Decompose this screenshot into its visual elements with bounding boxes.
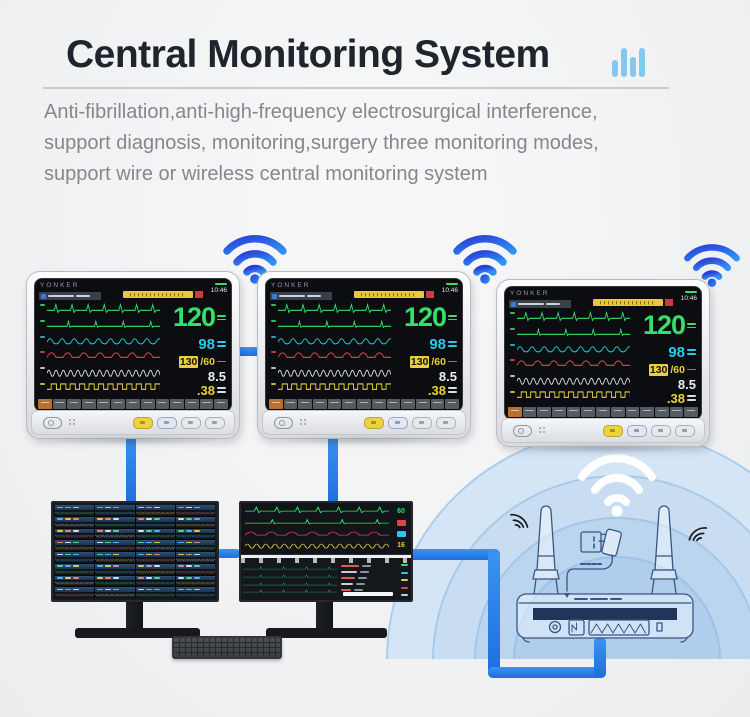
patient-monitor: YONKER 10:46 120 98 130/60 8.5 .38 <box>496 279 710 454</box>
wifi-icon <box>221 228 289 285</box>
record-button <box>205 417 225 429</box>
ethernet-cable <box>488 549 500 678</box>
nibp-button <box>181 417 201 429</box>
indicator-leds <box>299 418 306 426</box>
co2-value: .38 <box>632 391 696 406</box>
freeze-button <box>627 425 647 437</box>
hr-value: 120 <box>393 301 457 334</box>
alarm-indicator <box>665 299 673 306</box>
display-stand <box>316 601 333 630</box>
indicator-leds <box>68 418 75 426</box>
spo2-value: 98 <box>393 334 457 354</box>
power-button <box>43 417 62 429</box>
monitor-control-panel <box>262 410 466 435</box>
station-review-panel <box>241 558 411 599</box>
brand-logo: YONKER <box>40 282 80 289</box>
alarm-banner <box>593 299 663 306</box>
patient-info-chip <box>270 292 332 300</box>
brand-logo: YONKER <box>271 282 311 289</box>
nibp-value: 130/60 <box>393 354 457 369</box>
monitor-control-panel <box>501 418 705 443</box>
waveform-area <box>268 301 393 398</box>
patient-info-chip <box>509 300 571 308</box>
wifi-icon <box>451 228 519 285</box>
waveform-area <box>507 309 632 406</box>
patient-monitor: YONKER 10:46 120 98 130/60 8.5 .38 <box>257 271 471 446</box>
vitals-column: 120 98 130/60 8.5 .38 <box>632 309 699 406</box>
panel-header-bar <box>241 558 411 563</box>
alarm-pause-button <box>364 417 384 429</box>
monitor-screen: YONKER 10:46 120 98 130/60 8.5 .38 <box>34 278 232 412</box>
page-title: Central Monitoring System <box>66 33 550 76</box>
record-button <box>675 425 695 437</box>
nibp-button <box>651 425 671 437</box>
nibp-value: 130/60 <box>162 354 226 369</box>
indicator-leds <box>538 426 545 434</box>
power-button <box>274 417 293 429</box>
progress-bar <box>343 592 393 596</box>
wifi-icon <box>681 238 743 288</box>
clock: 10:46 <box>442 283 458 294</box>
vitals-column: 120 98 130/60 8.5 .38 <box>393 301 460 398</box>
wifi-broadcast-icon <box>574 449 660 517</box>
hr-value: 120 <box>162 301 226 334</box>
alarm-indicator <box>426 291 434 298</box>
resp-value: 8.5 <box>207 368 226 384</box>
signal-bars-icon <box>612 46 650 77</box>
monitor-screen: YONKER 10:46 120 98 130/60 8.5 .38 <box>265 278 463 412</box>
waveform-area <box>37 301 162 398</box>
ethernet-cable <box>594 637 606 678</box>
patient-info-chip <box>39 292 101 300</box>
resp-value: 8.5 <box>677 376 696 392</box>
panel-divider <box>241 555 411 558</box>
softkey-menu <box>269 399 459 409</box>
ethernet-cable <box>216 549 241 558</box>
multi-patient-grid <box>55 505 215 598</box>
ethernet-cable <box>233 347 260 356</box>
ethernet-cable <box>328 430 338 507</box>
co2-value: .38 <box>393 383 457 398</box>
alarm-pause-button <box>133 417 153 429</box>
ethernet-cable <box>126 428 136 507</box>
display-stand-base <box>75 628 200 638</box>
patient-monitor: YONKER 10:46 120 98 130/60 8.5 .38 <box>26 271 240 446</box>
wireless-router-illustration <box>505 498 705 648</box>
clock: 10:46 <box>681 291 697 302</box>
spo2-value: 98 <box>632 342 696 362</box>
clock: 10:46 <box>211 283 227 294</box>
freeze-button <box>388 417 408 429</box>
monitor-control-panel <box>31 410 235 435</box>
softkey-menu <box>508 407 698 417</box>
vitals-column: 120 98 130/60 8.5 .38 <box>162 301 229 398</box>
display-stand <box>126 601 143 630</box>
monitor-screen: YONKER 10:46 120 98 130/60 8.5 .38 <box>504 286 702 420</box>
spo2-value: 98 <box>162 334 226 354</box>
nibp-value: 130/60 <box>632 362 696 377</box>
display-stand-base <box>266 628 387 638</box>
softkey-menu <box>38 399 228 409</box>
central-station-display-grid <box>51 501 219 602</box>
alarm-pause-button <box>603 425 623 437</box>
alarm-indicator <box>195 291 203 298</box>
description-text: Anti-fibrillation,anti-high-frequency el… <box>44 101 599 185</box>
power-button <box>513 425 532 437</box>
nibp-button <box>412 417 432 429</box>
ethernet-cable <box>406 549 500 560</box>
hr-value: 120 <box>632 309 696 342</box>
title-divider <box>43 87 669 89</box>
alarm-banner <box>354 291 424 298</box>
signal-waves-icon <box>505 508 532 537</box>
brand-logo: YONKER <box>510 290 550 297</box>
signal-waves-icon <box>684 520 712 549</box>
freeze-button <box>157 417 177 429</box>
alarm-banner <box>123 291 193 298</box>
ethernet-cable <box>488 667 606 678</box>
co2-value: .38 <box>162 383 226 398</box>
keyboard <box>172 636 282 659</box>
record-button <box>436 417 456 429</box>
resp-value: 8.5 <box>438 368 457 384</box>
